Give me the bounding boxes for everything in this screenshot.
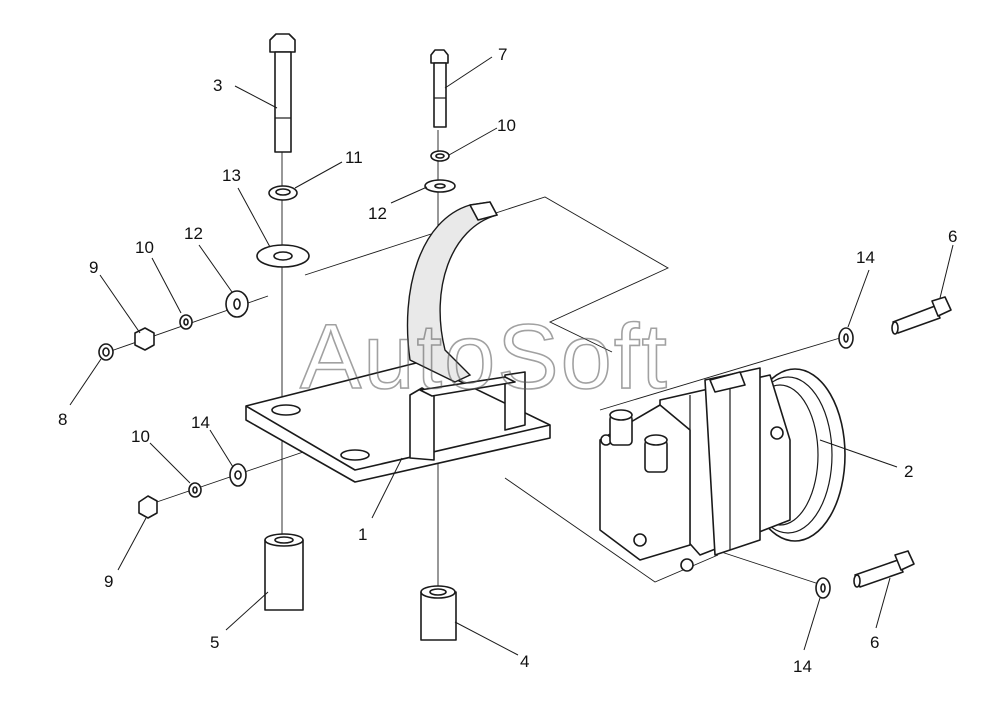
- callout-6-lower: 6: [870, 633, 879, 652]
- washer-14-right-upper: [838, 327, 854, 349]
- callouts: 3 7 10 11 12 13 12 10 9 8 10 14 9 1 5 4 …: [58, 45, 957, 676]
- nut-8: [98, 343, 114, 361]
- nut-9-lower: [138, 495, 158, 519]
- callout-14-left: 14: [191, 413, 210, 432]
- callout-2: 2: [904, 462, 913, 481]
- callout-10-left-lower: 10: [131, 427, 150, 446]
- flat-washer-12-left: [225, 290, 249, 318]
- short-sleeve-4: [420, 585, 457, 641]
- washer-14-left: [229, 463, 247, 487]
- callout-9-upper: 9: [89, 258, 98, 277]
- callout-9-lower: 9: [104, 572, 113, 591]
- callout-7: 7: [498, 45, 507, 64]
- washer-14-right-lower: [815, 577, 831, 599]
- callout-14-right-lower: 14: [793, 657, 812, 676]
- callout-14-right-upper: 14: [856, 248, 875, 267]
- callout-8: 8: [58, 410, 67, 429]
- watermark-text: AutoSoft: [300, 306, 669, 408]
- large-washer-13: [256, 244, 310, 268]
- nut-9-upper: [134, 327, 155, 351]
- bracket-1: [245, 201, 551, 483]
- callout-10-top: 10: [497, 116, 516, 135]
- callout-5: 5: [210, 633, 219, 652]
- long-bolt-3: [269, 33, 296, 153]
- spring-washer-10-top: [430, 150, 450, 162]
- callout-11: 11: [345, 148, 363, 167]
- spring-washer-11: [268, 185, 298, 201]
- callout-3: 3: [213, 76, 222, 95]
- compressor-bolt-6-lower: [853, 550, 915, 588]
- spring-washer-10-left-lower: [188, 482, 202, 498]
- callout-4: 4: [520, 652, 529, 671]
- leader-lines: [69, 56, 954, 656]
- short-bolt-7: [430, 49, 449, 128]
- callout-12-top: 12: [368, 204, 387, 223]
- long-sleeve-5: [264, 533, 304, 611]
- callout-10-left-upper: 10: [135, 238, 154, 257]
- callout-6-upper: 6: [948, 227, 957, 246]
- compressor-2: [599, 367, 846, 572]
- spring-washer-10-left-upper: [179, 314, 193, 330]
- callout-12-left: 12: [184, 224, 203, 243]
- compressor-bolt-6-upper: [891, 296, 952, 335]
- callout-13: 13: [222, 166, 241, 185]
- flat-washer-12-top: [424, 179, 456, 193]
- callout-1: 1: [358, 525, 367, 544]
